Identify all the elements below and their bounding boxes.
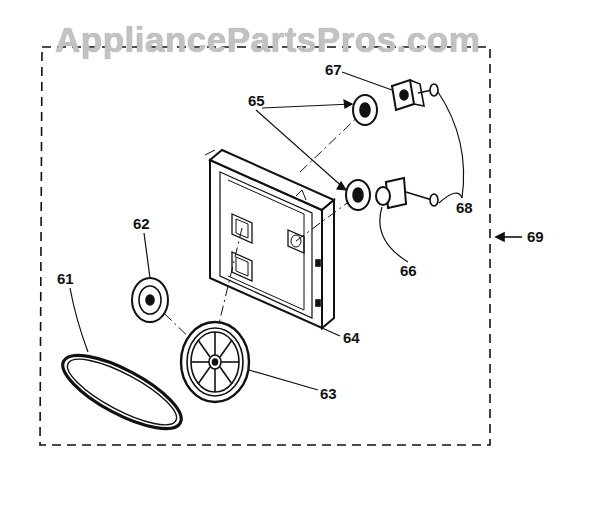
callout-number: 62 [133,216,150,232]
callout-number: 66 [400,263,417,279]
callout-number: 68 [456,200,473,216]
drive-belt [53,342,190,443]
callout-number: 64 [343,330,360,346]
bracket [392,80,432,110]
motor-pulley [132,278,168,322]
assembly-boundary [40,47,490,445]
arrowhead [496,233,504,241]
watermark: AppliancePartsPros.com [55,20,480,60]
drive-pulley [181,322,249,402]
screw [430,84,438,206]
shoulder-bolt [376,178,432,208]
callout-number: 67 [325,62,342,78]
callout-number: 63 [320,386,337,402]
callout-number: 69 [527,229,544,245]
callout-number: 61 [57,271,74,287]
callout-number: 65 [248,93,265,109]
washer [346,95,377,210]
